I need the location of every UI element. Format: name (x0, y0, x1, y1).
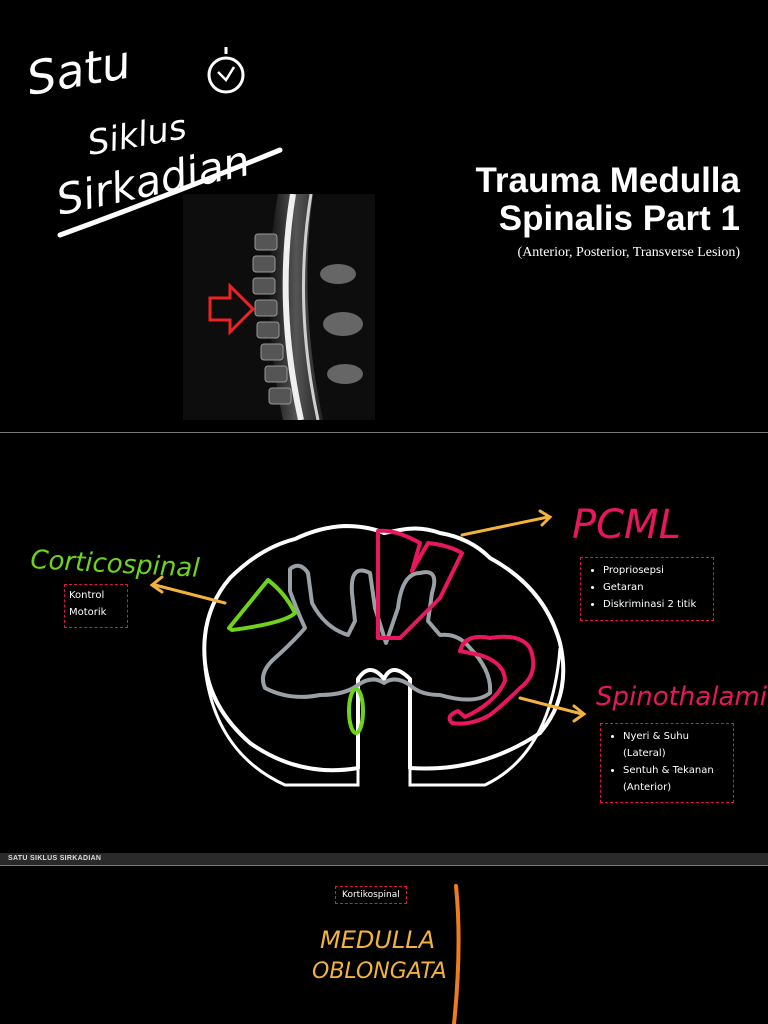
brainstem-outline (452, 884, 461, 1024)
spinothalamic-box: Nyeri & Suhu (Lateral) Sentuh & Tekanan … (600, 723, 734, 803)
oblongata-label: OBLONGATA (312, 959, 447, 984)
pcml-arrow (460, 515, 550, 537)
gray-matter (261, 563, 493, 702)
corticospinal-arrow (153, 583, 227, 605)
medulla-label: MEDULLA (320, 926, 435, 954)
kortikospinal-tag: Kortikospinal (335, 886, 407, 904)
corticospinal-tract (227, 578, 297, 632)
corticospinal-box-line1: Kontrol (69, 590, 105, 601)
medulla-diagram: MEDULLA OBLONGATA (312, 884, 461, 1024)
mri-image (183, 194, 375, 420)
pcml-label: PCML (572, 502, 681, 548)
cord-outline (202, 524, 566, 773)
spinothalamic-tract (447, 634, 536, 726)
slide-divider (0, 865, 768, 866)
corticospinal-box-line2: Motorik (69, 607, 107, 618)
spinothalamic-label: Spinothalamic (596, 682, 768, 712)
page-title-line1: Trauma Medulla (475, 161, 740, 200)
spinothalamic-arrow (518, 696, 584, 716)
page-title-line2: Spinalis Part 1 (498, 199, 740, 238)
spinothalamic-item: Sentuh & Tekanan (Anterior) (623, 762, 733, 796)
logo-line1: Satu (23, 34, 135, 105)
spinal-cord-diagram: Corticospinal PCML Spinothalamic (30, 502, 768, 787)
pcml-item: Diskriminasi 2 titik (603, 596, 713, 613)
medulla-slide: Kortikospinal MEDULLA OBLONGATA (0, 866, 768, 1024)
footer-strip: SATU SIKLUS SIRKADIAN (0, 853, 768, 865)
slide-divider (0, 432, 768, 433)
clock-icon (207, 47, 245, 94)
logo-underline (57, 147, 283, 238)
arrow-icon (208, 282, 256, 336)
pcml-item: Getaran (603, 579, 713, 596)
page-subtitle: (Anterior, Posterior, Transverse Lesion) (517, 245, 740, 260)
pcml-box: Propriosepsi Getaran Diskriminasi 2 titi… (580, 557, 714, 621)
pcml-tract (376, 528, 464, 640)
pcml-item: Propriosepsi (603, 562, 713, 579)
corticospinal-box: Kontrol Motorik (64, 584, 128, 628)
corticospinal-label: Corticospinal (30, 545, 201, 584)
footer-brand: SATU SIKLUS SIRKADIAN (8, 855, 102, 862)
title-slide: Satu Siklus Sirkadian Traum (0, 0, 768, 432)
spinal-cord-slide: Corticospinal PCML Spinothalamic Kontrol… (0, 433, 768, 853)
anterior-corticospinal-tract (347, 687, 365, 735)
spinothalamic-item: Nyeri & Suhu (Lateral) (623, 728, 733, 762)
